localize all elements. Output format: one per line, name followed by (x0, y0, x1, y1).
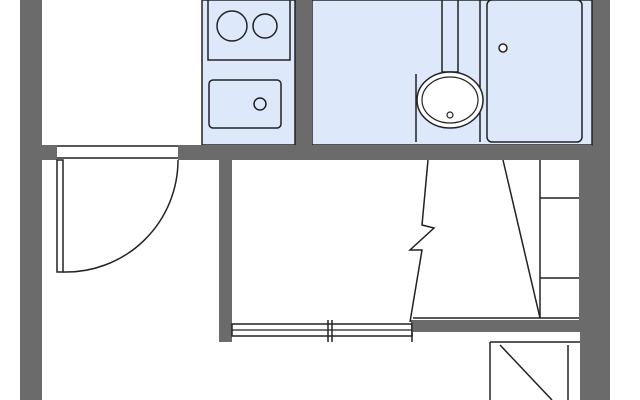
bathtub[interactable] (486, 0, 583, 143)
sink-drain-icon (253, 97, 267, 111)
burner-left-icon[interactable] (216, 10, 248, 42)
wall-lower-right-stub (580, 332, 592, 400)
toilet-drain (446, 111, 454, 119)
swing-door[interactable] (56, 159, 64, 273)
toilet-tank (441, 0, 459, 73)
stove[interactable] (207, 0, 291, 61)
burner-right-icon[interactable] (252, 13, 278, 39)
wall-horizontal-upper-right (312, 145, 592, 160)
wall-horizontal-upper-mid (178, 145, 312, 160)
bathtub-drain (498, 43, 508, 53)
break-line (408, 159, 436, 323)
wall-horizontal-upper-left (42, 145, 57, 160)
closet-door-diagonal (502, 159, 541, 319)
wall-corridor-left (219, 160, 232, 342)
wall-horizontal-lower (413, 320, 592, 332)
wall-left-outer (20, 0, 42, 400)
toilet-bowl (421, 76, 479, 124)
lower-closet-diagonal (499, 344, 553, 400)
door-swing-arc (62, 159, 179, 273)
wall-bath-left (295, 0, 312, 148)
wall-right-outer (592, 0, 610, 400)
wall-storage-right (579, 160, 592, 328)
kitchen-sink[interactable] (208, 79, 282, 129)
